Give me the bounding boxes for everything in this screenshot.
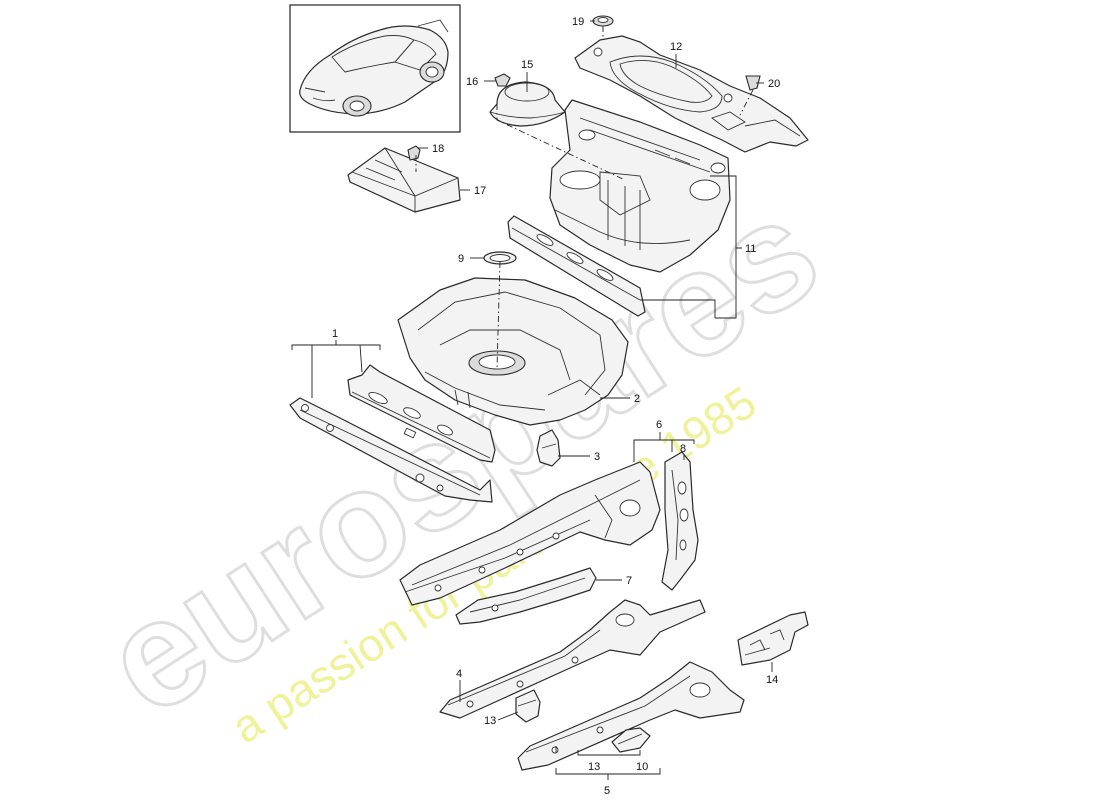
- part-2-floor-pan[interactable]: [397, 277, 629, 426]
- part-11-rear-bulkhead[interactable]: [549, 99, 731, 273]
- part-20-plug[interactable]: [745, 75, 761, 91]
- callout-18[interactable]: 18: [432, 143, 444, 155]
- callout-6[interactable]: 6: [656, 419, 662, 431]
- part-15-dome-cap[interactable]: [489, 81, 566, 127]
- car-icon: [299, 19, 449, 117]
- part-19-grommet[interactable]: [592, 15, 614, 27]
- callout-7[interactable]: 7: [626, 575, 632, 587]
- leader-lines: [291, 20, 773, 780]
- callout-4[interactable]: 4: [456, 668, 462, 680]
- callout-17[interactable]: 17: [474, 185, 486, 197]
- part-14-bracket[interactable]: [737, 611, 809, 666]
- part-4-rail[interactable]: [439, 599, 706, 719]
- callout-13b[interactable]: 13: [588, 761, 600, 773]
- callout-5[interactable]: 5: [604, 785, 610, 797]
- part-7-member[interactable]: [455, 567, 597, 625]
- callout-9[interactable]: 9: [458, 253, 464, 265]
- vehicle-thumbnail[interactable]: [289, 4, 461, 133]
- part-9-seal-ring[interactable]: [483, 251, 517, 265]
- part-11-crossmember[interactable]: [507, 215, 646, 317]
- callout-20[interactable]: 20: [768, 78, 780, 90]
- callout-3[interactable]: 3: [594, 451, 600, 463]
- part-6-side-member[interactable]: [399, 461, 661, 606]
- part-12-cover-panel[interactable]: [574, 35, 809, 153]
- callout-15[interactable]: 15: [521, 59, 533, 71]
- callout-labels: 1 2 3 4 5 6 7 8 9 10 11 12 13 13 14 15 1…: [332, 16, 780, 797]
- part-8-pillar[interactable]: [661, 451, 699, 591]
- part-13-bracket-a[interactable]: [515, 689, 541, 723]
- callout-2[interactable]: 2: [634, 393, 640, 405]
- part-5-rail[interactable]: [517, 661, 745, 771]
- callout-14[interactable]: 14: [766, 674, 778, 686]
- callout-10[interactable]: 10: [636, 761, 648, 773]
- callout-16[interactable]: 16: [466, 76, 478, 88]
- callout-11[interactable]: 11: [745, 243, 756, 255]
- part-13-bracket-b[interactable]: [611, 727, 651, 753]
- callout-8[interactable]: 8: [680, 443, 686, 455]
- part-1-crossmembers[interactable]: [289, 364, 496, 503]
- part-18-clip[interactable]: [407, 145, 421, 161]
- callout-13a[interactable]: 13: [484, 715, 496, 727]
- callout-19[interactable]: 19: [572, 16, 584, 28]
- callout-1[interactable]: 1: [332, 328, 338, 340]
- part-16-fastener[interactable]: [494, 73, 511, 87]
- part-3-bracket[interactable]: [536, 429, 561, 467]
- callout-12[interactable]: 12: [670, 41, 682, 53]
- part-17-reinforcement[interactable]: [347, 147, 461, 213]
